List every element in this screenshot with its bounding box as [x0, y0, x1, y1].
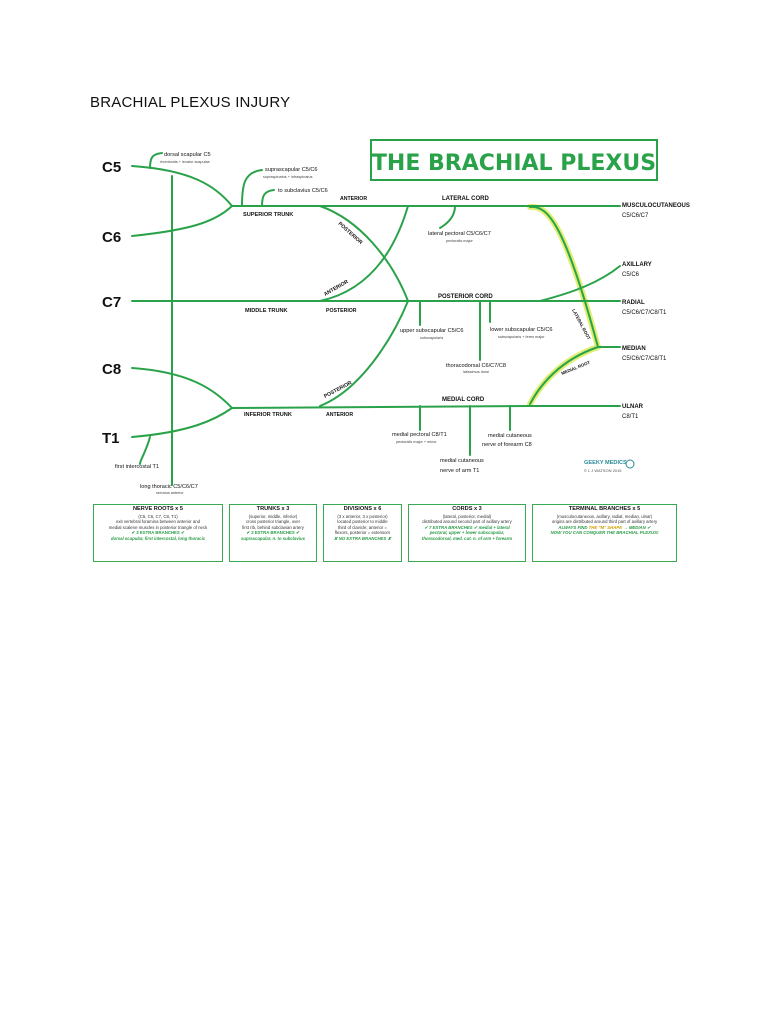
box-terminal-tip-b: THE "M" SHAPE [588, 524, 623, 530]
label-upper-subscapular-sub: subscapularis [420, 336, 443, 340]
box-nerve-roots-names: dorsal scapular, first intercostal, long… [110, 535, 206, 541]
label-anterior-3: ANTERIOR [326, 412, 353, 418]
label-first-intercostal: first intercostal T1 [115, 464, 159, 470]
box-terminal-line1: (musculocutaneous, axillary, radial, med… [556, 513, 653, 519]
label-long-thoracic-sub: serratus anterior [156, 491, 184, 495]
label-medial-cut-forearm-2: nerve of forearm C8 [482, 442, 532, 448]
box-divisions-line2: located posterior to middle [337, 519, 388, 525]
root-c5: C5 [102, 159, 121, 176]
box-cords-line1: (lateral, posterior, medial) [442, 513, 492, 519]
label-posterior-2: POSTERIOR [326, 308, 357, 314]
label-posterior-cord: POSTERIOR CORD [438, 294, 493, 300]
label-lateral-cord: LATERAL CORD [442, 196, 489, 202]
brand-logo-icon [625, 459, 635, 469]
label-suprascapular-sub: supraspinatus + infraspinatus [263, 175, 313, 179]
label-subclavius: to subclavius C5/C6 [278, 188, 328, 194]
root-c6: C6 [102, 229, 121, 246]
box-trunks-heading: TRUNKS x 3 [256, 506, 290, 512]
box-terminal-heading: TERMINAL BRANCHES x 5 [568, 506, 641, 512]
box-cords-names1: pectoral, upper + lower subscapular, [429, 530, 505, 536]
label-lateral-pectoral-sub: pectoralis major [446, 239, 474, 243]
diagram-title: THE BRACHIAL PLEXUS [372, 151, 656, 176]
box-cords-line2: distributed around second part of axilla… [422, 519, 512, 525]
box-divisions-branches: ✘ NO EXTRA BRANCHES ✘ [333, 535, 392, 541]
box-trunks-branches: ✔ 2 EXTRA BRANCHES ✔ [246, 530, 300, 536]
root-c8: C8 [102, 361, 121, 378]
brand-name: GEEKY MEDICS [584, 460, 627, 466]
label-ulnar-roots: C8/T1 [622, 414, 639, 420]
label-suprascapular: suprascapular C5/C6 [265, 167, 318, 173]
label-median-roots: C5/C6/C7/C8/T1 [622, 356, 667, 362]
box-trunks-line2: cross posterior triangle, over [245, 519, 301, 525]
box-trunks-names: suprascapular, n. to subclavius [241, 535, 305, 541]
box-nerve-roots-branches: ✔ 3 EXTRA BRANCHES ✔ [131, 530, 185, 536]
label-medial-cut-arm-2: nerve of arm T1 [440, 468, 479, 474]
label-radial: RADIAL [622, 300, 645, 306]
box-trunks-line1: (superior, middle, inferior) [248, 513, 298, 519]
box-terminal-tip-a: ALWAYS FIND [558, 524, 588, 530]
box-cords-heading: CORDS x 3 [452, 506, 482, 512]
box-terminal: TERMINAL BRANCHES x 5 (musculocutaneous,… [532, 504, 677, 562]
box-divisions: DIVISIONS x 6 (3 x anterior, 3 x posteri… [323, 504, 402, 562]
label-medial-pectoral: medial pectoral C8/T1 [392, 432, 447, 438]
label-upper-subscapular: upper subscapular C5/C6 [400, 328, 463, 334]
box-nerve-roots-heading: NERVE ROOTS x 5 [133, 506, 183, 512]
label-musculocutaneous: MUSCULOCUTANEOUS [622, 203, 690, 209]
label-superior-trunk: SUPERIOR TRUNK [243, 212, 293, 218]
label-axillary-roots: C5/C6 [622, 272, 640, 278]
document-title: BRACHIAL PLEXUS INJURY [90, 94, 291, 111]
brand-credit: © L J WATSON 2015 [584, 468, 622, 473]
label-medial-cut-forearm-1: medial cutaneous [488, 433, 532, 439]
label-medial-cord: MEDIAL CORD [442, 397, 485, 403]
label-dorsal-scapular-sub: rhomboids + levator scapulae [160, 160, 210, 164]
label-middle-trunk: MIDDLE TRUNK [245, 308, 288, 314]
diagram-title-box [370, 139, 658, 181]
label-posterior-1: POSTERIOR [337, 221, 364, 246]
box-nerve-roots-line2: exit vertebral foramina between anterior… [115, 519, 201, 525]
label-thoracodorsal-sub: latissimus dorsi [463, 370, 489, 374]
box-terminal-tip-d: NOW YOU CAN CONQUER THE BRACHIAL PLEXUS! [550, 530, 659, 536]
label-radial-roots: C5/C6/C7/C8/T1 [622, 310, 667, 316]
label-ulnar: ULNAR [622, 404, 644, 410]
box-divisions-line4: flexors, posterior = extensors [334, 530, 391, 536]
box-nerve-roots-line1: (C5, C6, C7, C8, T1) [138, 513, 178, 519]
label-lower-subscapular-sub: subscapularis + teres major [498, 335, 545, 339]
root-t1: T1 [102, 430, 120, 447]
label-dorsal-scapular: dorsal scapular C5 [164, 152, 211, 158]
box-nerve-roots: NERVE ROOTS x 5 (C5, C6, C7, C8, T1) exi… [93, 504, 223, 562]
box-cords-names2: thoracodorsal, med. cut. n. of arm + for… [421, 535, 513, 541]
label-thoracodorsal: thoracodorsal C6/C7/C8 [446, 363, 506, 369]
box-nerve-roots-line3: medial scalene muscles in posterior tria… [108, 524, 208, 530]
label-medial-cut-arm-1: medial cutaneous [440, 458, 484, 464]
box-divisions-line3: third of clavicle; anterior = [337, 524, 388, 530]
box-cords: CORDS x 3 (lateral, posterior, medial) d… [408, 504, 526, 562]
label-anterior-1: ANTERIOR [340, 196, 367, 202]
label-inferior-trunk: INFERIOR TRUNK [244, 412, 292, 418]
label-medial-pectoral-sub: pectoralis major + minor [396, 440, 437, 444]
label-lateral-pectoral: lateral pectoral C5/C6/C7 [428, 231, 491, 237]
box-terminal-tip-c: → MEDIAN ✔ [623, 524, 651, 530]
nerve-lines [131, 152, 621, 486]
label-axillary: AXILLARY [622, 262, 652, 268]
box-terminal-line2: origins are distributed around third par… [551, 519, 658, 525]
box-divisions-line1: (3 x anterior, 3 x posterior) [337, 513, 388, 519]
root-c7: C7 [102, 294, 121, 311]
box-trunks: TRUNKS x 3 (superior, middle, inferior) … [229, 504, 317, 562]
label-lower-subscapular: lower subscapular C5/C6 [490, 327, 553, 333]
label-musculocutaneous-roots: C5/C6/C7 [622, 213, 649, 219]
box-cords-branches: ✔ 7 EXTRA BRANCHES ✔ medial + lateral [424, 524, 510, 530]
label-anterior-2: ANTERIOR [323, 279, 350, 298]
box-divisions-heading: DIVISIONS x 6 [343, 506, 382, 512]
brand-mark [625, 459, 635, 469]
label-long-thoracic: long thoracic C5/C6/C7 [140, 484, 198, 490]
label-median: MEDIAN [622, 346, 646, 352]
box-trunks-line3: first rib, behind subclavian artery [242, 524, 304, 530]
